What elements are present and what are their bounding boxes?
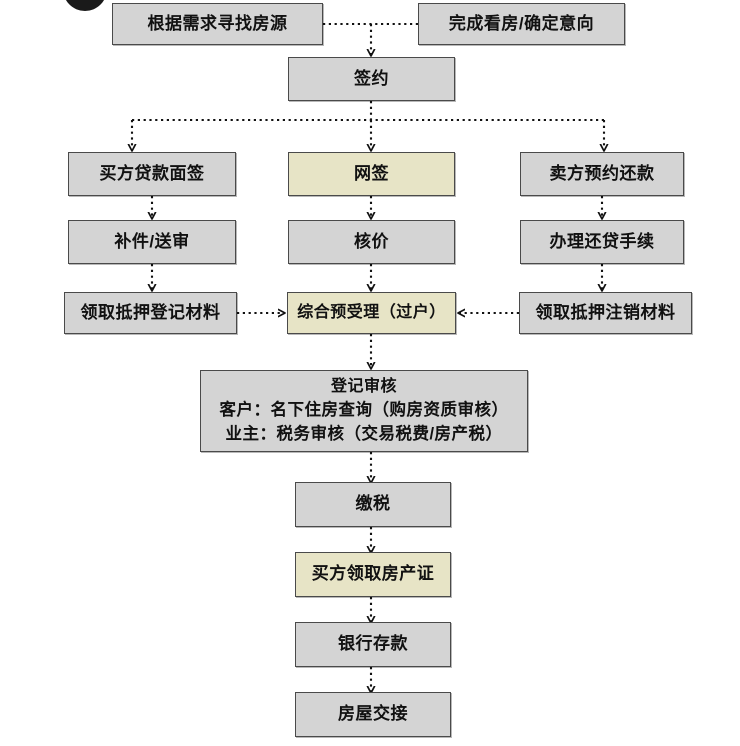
node-label: 买方贷款面签 xyxy=(99,163,205,183)
decorative-circle xyxy=(63,0,107,11)
node-buyer-loan-sign[interactable]: 买方贷款面签 xyxy=(68,152,236,196)
node-house-handover[interactable]: 房屋交接 xyxy=(295,692,451,737)
node-mortgage-cancel-docs[interactable]: 领取抵押注销材料 xyxy=(519,292,692,334)
node-seller-prepay[interactable]: 卖方预约还款 xyxy=(520,152,684,196)
node-pre-acceptance[interactable]: 综合预受理（过户） xyxy=(287,292,456,334)
node-label: 补件/送审 xyxy=(114,231,190,251)
node-label: 核价 xyxy=(354,231,389,251)
node-label: 银行存款 xyxy=(338,634,408,654)
node-label: 综合预受理（过户） xyxy=(297,304,446,322)
node-view-confirm[interactable]: 完成看房/确定意向 xyxy=(418,3,625,45)
node-label: 网签 xyxy=(354,163,389,183)
node-label: 签约 xyxy=(354,68,389,88)
node-label: 办理还贷手续 xyxy=(549,231,655,251)
node-label: 买方领取房产证 xyxy=(311,564,435,584)
node-label: 领取抵押登记材料 xyxy=(80,302,221,322)
node-price-check[interactable]: 核价 xyxy=(288,220,455,264)
node-label: 根据需求寻找房源 xyxy=(147,13,288,33)
node-pay-tax[interactable]: 缴税 xyxy=(295,482,451,527)
node-online-sign[interactable]: 网签 xyxy=(288,152,455,196)
node-supplement-submit[interactable]: 补件/送审 xyxy=(68,220,236,264)
node-repay-procedure[interactable]: 办理还贷手续 xyxy=(520,220,684,264)
node-mortgage-reg-docs[interactable]: 领取抵押登记材料 xyxy=(64,292,237,334)
review-owner-line: 业主：税务审核（交易税费/房产税） xyxy=(225,424,503,443)
node-label: 领取抵押注销材料 xyxy=(535,302,676,322)
review-title: 登记审核 xyxy=(330,378,397,396)
node-label: 缴税 xyxy=(355,494,391,514)
node-bank-deposit[interactable]: 银行存款 xyxy=(295,622,451,667)
node-buyer-get-cert[interactable]: 买方领取房产证 xyxy=(295,552,451,597)
review-customer-line: 客户：名下住房查询（购房资质审核） xyxy=(219,400,509,419)
node-label: 完成看房/确定意向 xyxy=(448,13,595,33)
node-label: 房屋交接 xyxy=(338,704,408,724)
node-label: 卖方预约还款 xyxy=(549,163,655,183)
node-find-house[interactable]: 根据需求寻找房源 xyxy=(112,3,323,45)
node-sign-contract[interactable]: 签约 xyxy=(288,57,455,101)
node-registration-review[interactable]: 登记审核 客户：名下住房查询（购房资质审核） 业主：税务审核（交易税费/房产税） xyxy=(200,370,528,452)
